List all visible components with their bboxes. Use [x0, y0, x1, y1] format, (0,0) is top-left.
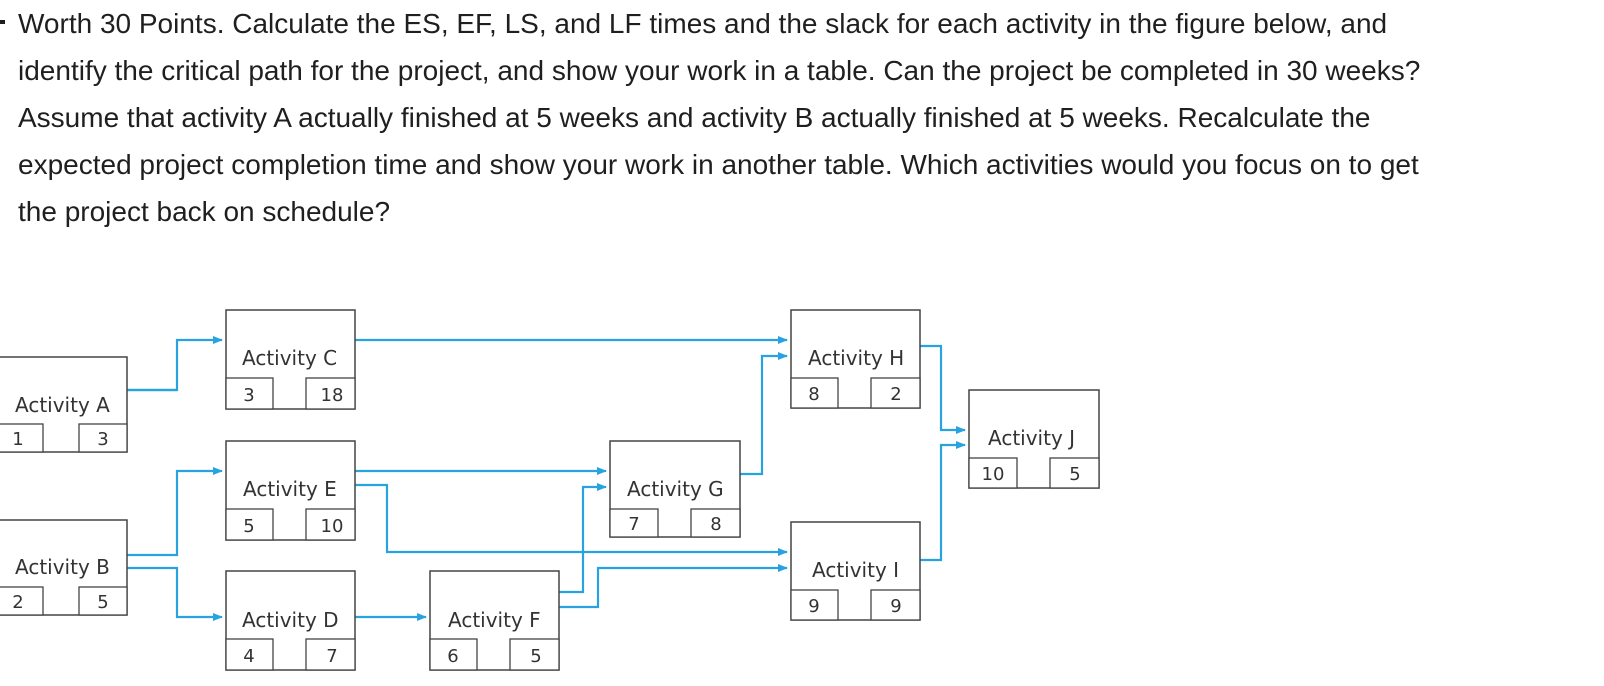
question-line-2: identify the critical path for the proje… [18, 55, 1421, 86]
activity-j-name: Activity J [988, 426, 1075, 450]
activity-h-name: Activity H [808, 346, 904, 370]
activity-d-id: 4 [243, 646, 254, 667]
arrow-i-to-j [918, 441, 966, 562]
activity-j-id: 10 [982, 464, 1005, 485]
activity-f-name: Activity F [448, 608, 541, 632]
activity-i-name: Activity I [812, 558, 899, 582]
activity-c-node: Activity C 3 18 [225, 309, 356, 410]
activity-c-duration: 18 [321, 385, 344, 406]
activity-h-id: 8 [808, 384, 819, 405]
arrow-f-to-g [557, 483, 607, 594]
activity-a-name: Activity A [15, 393, 110, 417]
activity-h-duration: 2 [890, 384, 901, 405]
activity-f-duration: 5 [530, 646, 541, 667]
activity-g-node: Activity G 7 8 [609, 440, 741, 538]
connectors [125, 336, 966, 621]
question-line-3: Assume that activity A actually finished… [18, 102, 1371, 133]
activity-a-node: Activity A 1 3 [0, 356, 128, 453]
arrow-h-to-j [918, 344, 966, 434]
question-line-5: the project back on schedule? [18, 196, 391, 227]
activity-d-duration: 7 [326, 646, 337, 667]
activity-g-id: 7 [628, 514, 639, 535]
activity-b-duration: 5 [97, 592, 108, 613]
activity-c-name: Activity C [242, 346, 337, 370]
activity-j-node: Activity J 10 5 [968, 389, 1100, 489]
activity-i-id: 9 [808, 596, 819, 617]
activity-e-node: Activity E 5 10 [225, 440, 356, 541]
activity-d-node: Activity D 4 7 [225, 570, 356, 671]
activity-b-id: 2 [12, 592, 23, 613]
bullet-mark [0, 20, 5, 24]
activity-i-duration: 9 [890, 596, 901, 617]
activity-a-id: 1 [12, 429, 23, 450]
activity-g-duration: 8 [710, 514, 721, 535]
arrow-a-to-c [125, 336, 223, 392]
activity-e-name: Activity E [243, 477, 337, 501]
activity-j-duration: 5 [1069, 464, 1080, 485]
activity-f-node: Activity F 6 5 [429, 570, 560, 671]
arrow-b-to-d [125, 566, 223, 621]
arrow-f-to-i [557, 564, 788, 609]
activity-i-node: Activity I 9 9 [790, 521, 921, 621]
activity-g-name: Activity G [627, 477, 724, 501]
activity-b-name: Activity B [15, 555, 110, 579]
activity-h-node: Activity H 8 2 [790, 309, 921, 409]
activity-e-id: 5 [243, 516, 254, 537]
question-line-4: expected project completion time and sho… [18, 149, 1419, 180]
activity-e-duration: 10 [321, 516, 344, 537]
question-text: Worth 30 Points. Calculate the ES, EF, L… [18, 0, 1598, 235]
arrow-b-to-e [125, 467, 223, 557]
activity-f-id: 6 [447, 646, 458, 667]
activity-d-name: Activity D [242, 608, 339, 632]
activity-b-node: Activity B 2 5 [0, 519, 128, 616]
activity-c-id: 3 [243, 385, 254, 406]
arrow-e-to-i [355, 483, 788, 556]
question-line-1: Worth 30 Points. Calculate the ES, EF, L… [18, 8, 1388, 39]
activity-a-duration: 3 [97, 429, 108, 450]
arrow-g-to-h [740, 352, 788, 476]
